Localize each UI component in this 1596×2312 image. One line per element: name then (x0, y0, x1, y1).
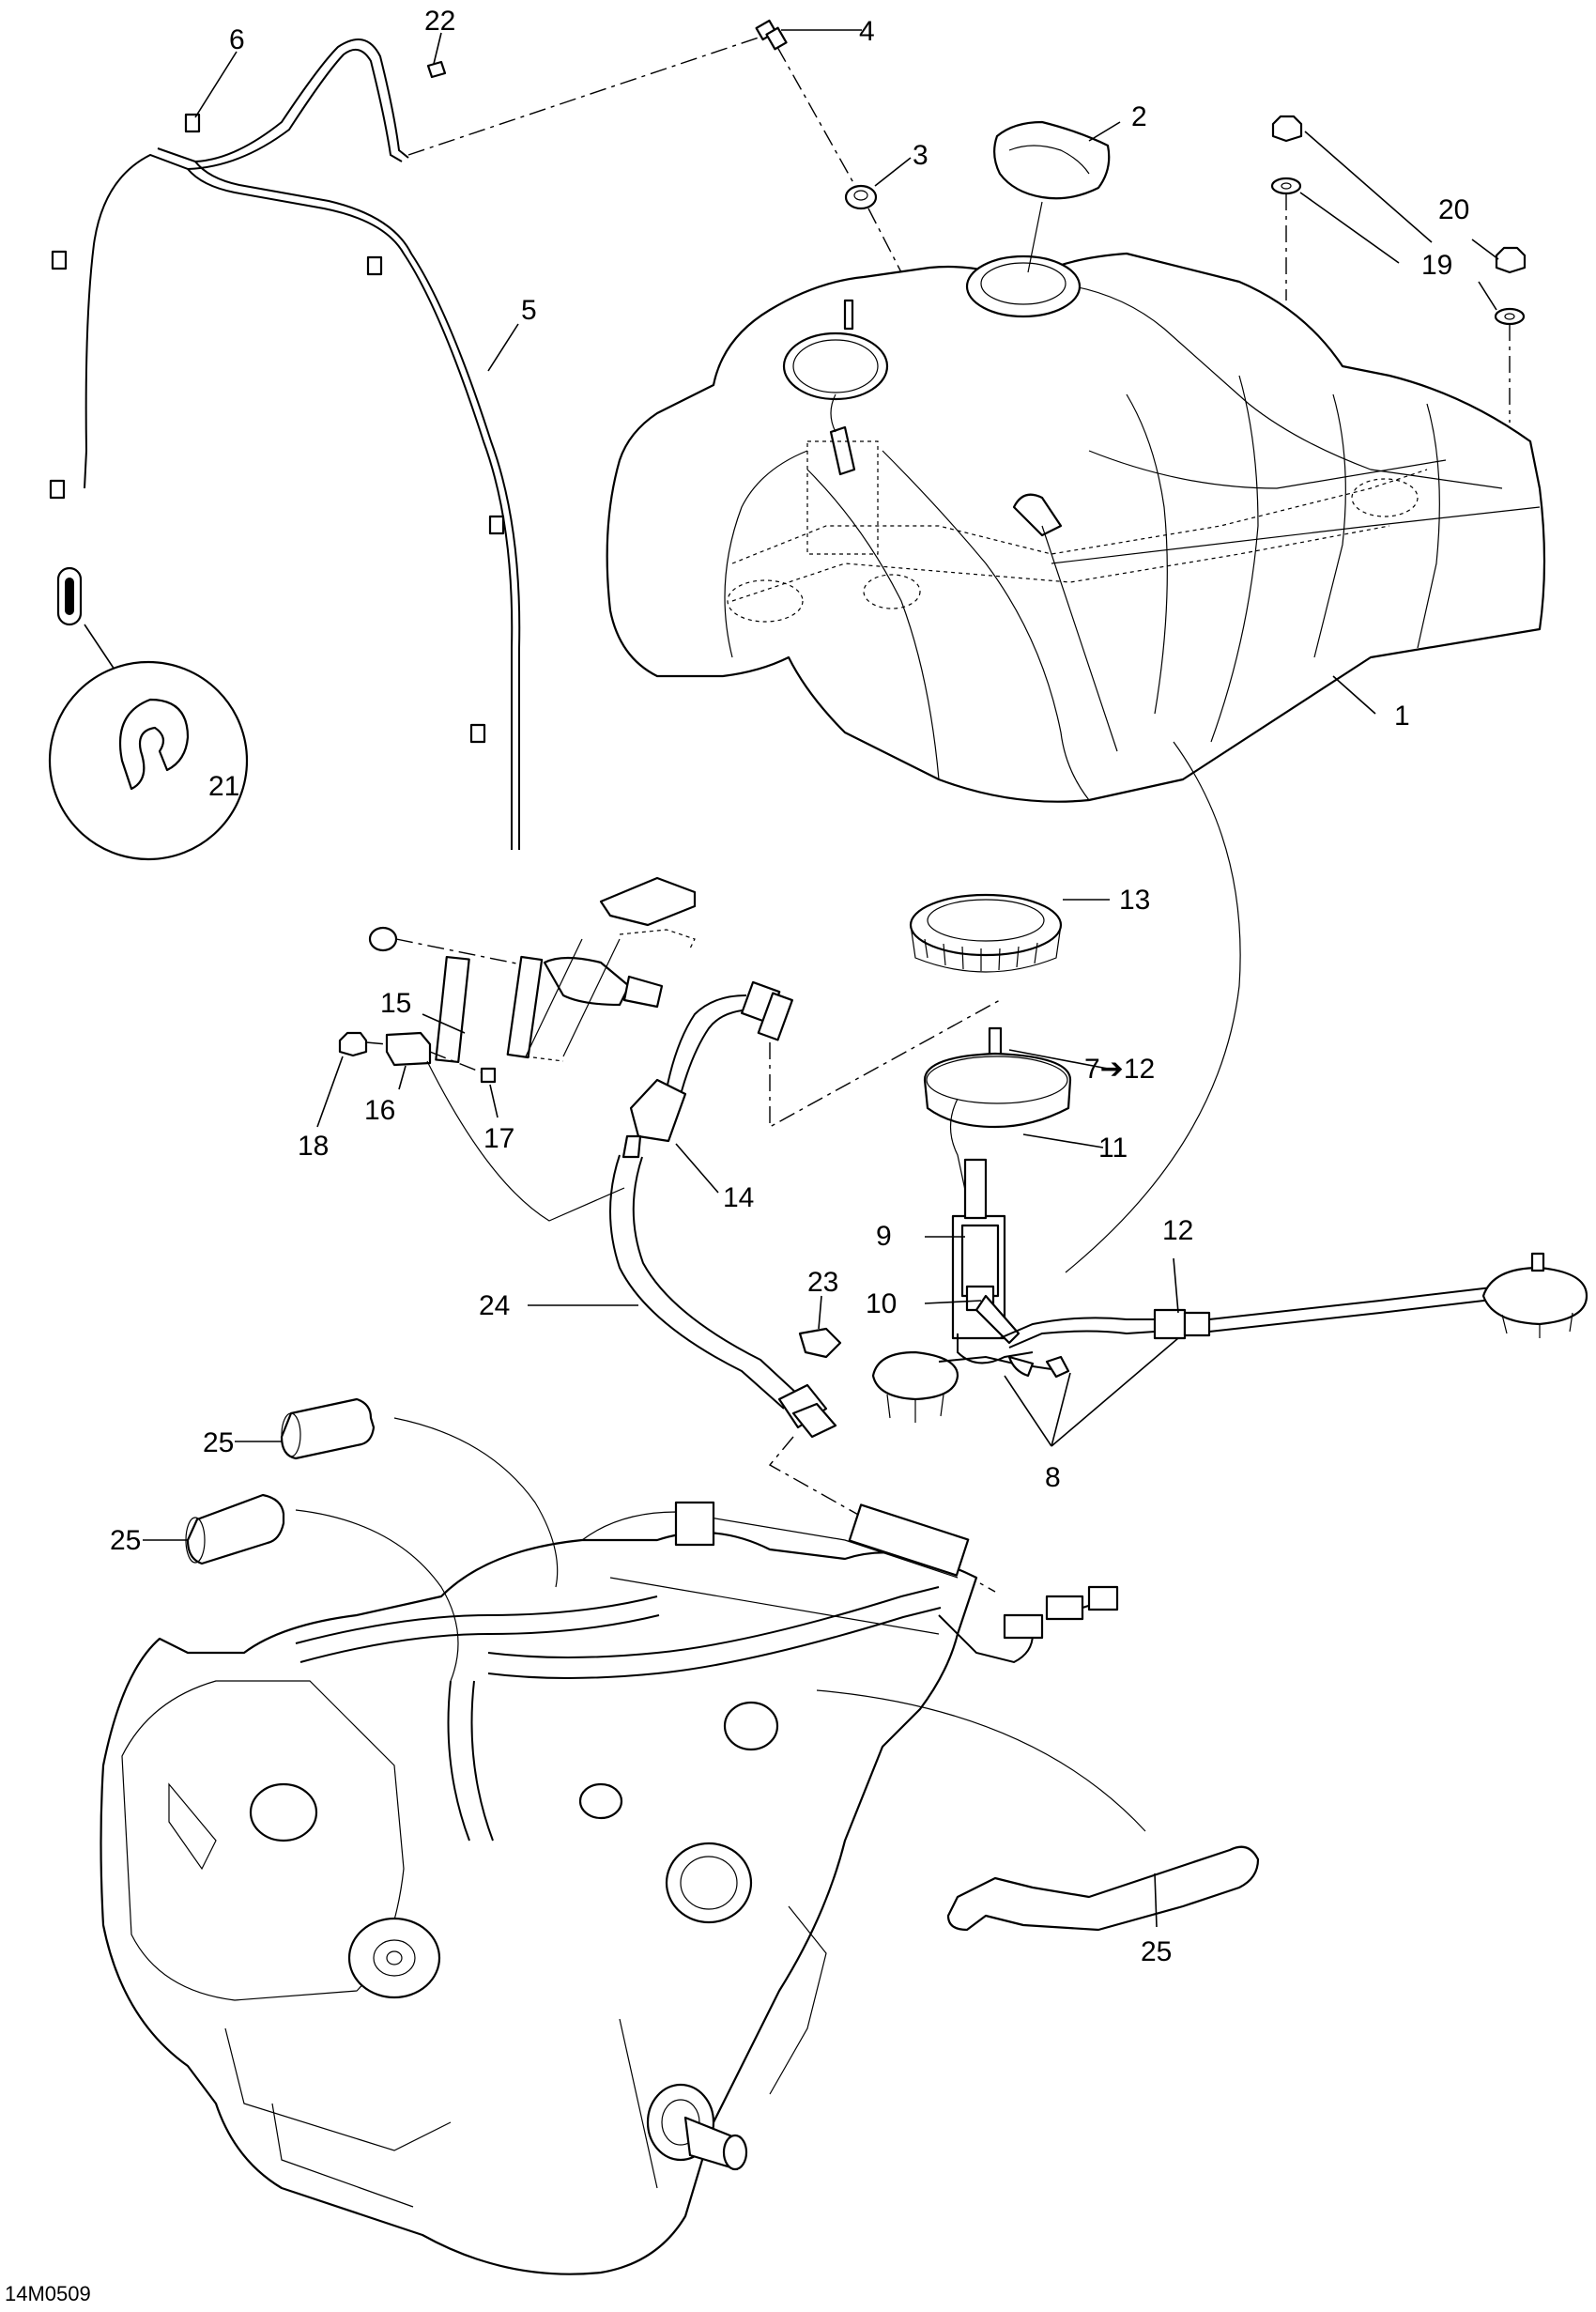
washer (1494, 307, 1526, 326)
fuel-cap (993, 120, 1111, 200)
vent-line-clips (49, 60, 505, 744)
callout-23: 23 (807, 1267, 838, 1298)
callout-19: 19 (1421, 250, 1452, 281)
callout-20: 20 (1438, 194, 1469, 225)
callout-4: 4 (859, 16, 875, 47)
fuel-tank (606, 252, 1546, 803)
check-valve (755, 19, 788, 51)
callout-22: 22 (424, 6, 455, 37)
callout-1: 1 (1394, 701, 1410, 732)
inset-detail (48, 566, 249, 861)
vent-clip (49, 479, 66, 500)
callout-2: 2 (1131, 101, 1147, 132)
callout-11: 11 (1098, 1133, 1128, 1164)
vent-clip (469, 723, 486, 744)
washer (1270, 177, 1302, 195)
vent-clip (51, 250, 68, 270)
callout-9: 9 (876, 1221, 892, 1252)
callout-21: 21 (208, 771, 239, 802)
callout-15: 15 (380, 988, 411, 1019)
pump-wire-connector (963, 1158, 988, 1220)
callout-8: 8 (1045, 1462, 1061, 1493)
level-sender-assembly (338, 876, 697, 1084)
grommet (844, 184, 878, 210)
callout-25-top: 25 (203, 1427, 234, 1458)
clip-22 (426, 60, 447, 79)
callout-6: 6 (229, 24, 245, 55)
leader-lines (143, 29, 1499, 1928)
callout-24: 24 (479, 1290, 510, 1321)
fasteners-19-20 (1270, 115, 1527, 326)
callout-12: 12 (1162, 1215, 1193, 1246)
lock-ring (909, 893, 1063, 973)
callout-3: 3 (913, 140, 928, 171)
callout-5: 5 (521, 295, 537, 326)
tank-to-pump-curve (1065, 741, 1241, 1273)
engine (100, 1501, 1119, 2275)
fuel-pump-module (871, 1026, 1588, 1423)
callout-16: 16 (364, 1095, 395, 1126)
callout-7-12: 7➔12 (1084, 1054, 1155, 1085)
nut (1271, 115, 1303, 143)
fuel-hose-and-filter (609, 980, 842, 1439)
vent-clip (366, 255, 383, 276)
vent-clip (184, 113, 201, 133)
callout-17: 17 (483, 1123, 514, 1154)
callout-14: 14 (723, 1182, 754, 1213)
vent-line (84, 39, 521, 850)
figure-code: 14M0509 (5, 2282, 91, 2305)
callout-25-middle: 25 (110, 1525, 141, 1556)
vent-clip (488, 515, 505, 535)
nut (1495, 246, 1527, 274)
callout-10: 10 (866, 1288, 897, 1319)
callout-13: 13 (1119, 885, 1150, 916)
callout-25-bottom: 25 (1141, 1936, 1172, 1967)
callout-18: 18 (298, 1131, 329, 1162)
callout-labels: 1 2 3 4 5 6 7➔12 8 9 10 11 12 13 14 15 1… (5, 6, 1469, 2305)
